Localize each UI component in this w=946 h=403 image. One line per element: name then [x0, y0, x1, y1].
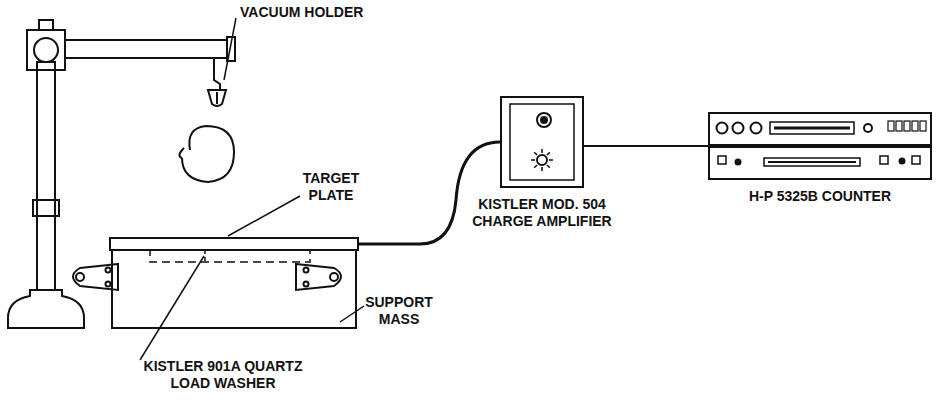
left-bracket: [73, 264, 118, 290]
stand-clamp: [27, 30, 65, 70]
part-label: SUPPORT MASS: [364, 294, 434, 328]
bracket-hole: [106, 268, 111, 273]
target-plate: [110, 238, 358, 250]
part-label: TARGET PLATE: [296, 170, 366, 204]
part-label: VACUUM HOLDER: [240, 4, 380, 21]
vacuum-holder: [214, 58, 220, 90]
bracket-hole: [106, 282, 111, 287]
leader-line: [340, 306, 364, 322]
bracket-hole: [76, 273, 84, 281]
bracket-hole: [330, 273, 338, 281]
amplifier-box: [500, 96, 584, 188]
leader-line: [228, 196, 300, 236]
clamp-knob: [34, 38, 58, 62]
load-washer: [150, 250, 310, 262]
object-stem: [179, 148, 184, 158]
unit-label: H-P 5325B COUNTER: [708, 188, 932, 205]
stand-arm: [65, 40, 227, 58]
unit-label: KISTLER MOD. 504 CHARGE AMPLIFIER: [472, 196, 612, 230]
support-mass: [112, 250, 356, 328]
bracket-hole: [304, 268, 309, 273]
stand-base: [8, 290, 84, 328]
stand-column: [37, 62, 55, 290]
amp-face: [502, 98, 586, 190]
counter-box: [708, 112, 932, 180]
right-bracket: [296, 264, 341, 290]
falling-object: [182, 126, 234, 182]
clamp-screw: [39, 20, 53, 30]
vacuum-cup: [208, 90, 226, 106]
counter-face: [708, 112, 932, 180]
signal-cable: [584, 145, 708, 147]
counter-unit: H-P 5325B COUNTER: [708, 112, 932, 205]
column-collar: [33, 200, 59, 216]
leader-line: [224, 18, 236, 80]
load-washer-divider: [204, 250, 206, 262]
leader-line: [140, 256, 204, 360]
amplifier-unit: KISTLER MOD. 504 CHARGE AMPLIFIER: [472, 96, 612, 230]
vacuum-cup-line: [216, 92, 218, 104]
bracket-hole: [304, 282, 309, 287]
part-label: KISTLER 901A QUARTZ LOAD WASHER: [128, 358, 318, 392]
